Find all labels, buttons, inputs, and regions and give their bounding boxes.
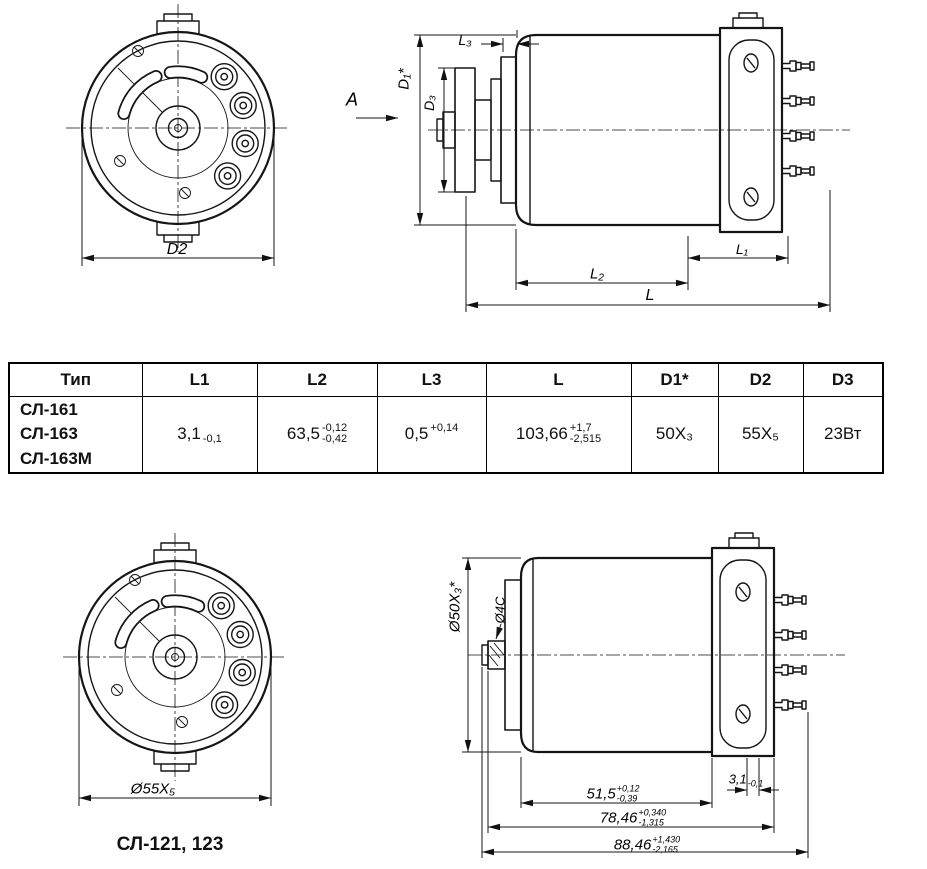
dim-d55-label: Ø55X₅ [130,780,176,798]
type-3: СЛ-163М [20,448,92,468]
col-header-d3: D3 [802,362,884,397]
dim-d50-label: Ø50X₃* [446,581,464,633]
dim-51-5-label: 51,5 +0,12-0,39 [586,783,640,803]
dim-d2-label: D2 [166,241,188,258]
dim-3-1-label: 3,1 -0,1 [728,771,764,788]
cell-l1: 3,1 -0,1 [141,395,258,474]
dim-l3-label: L₃ [458,32,472,48]
col-header-d2: D2 [717,362,804,397]
dim-l1-label: L₁ [735,241,749,257]
dim-d2-lines [81,134,275,266]
cell-l: 103,66 +1,7-2,515 [485,395,632,474]
side-view-bottom [462,532,845,858]
dimension-lines-bottom [462,557,809,858]
spec-table: Тип L1 L2 L3 L D1* D2 D3 СЛ-161 СЛ-163 С… [8,362,884,475]
col-header-l3: L3 [376,362,487,397]
header-row: Тип L1 L2 L3 L D1* D2 D3 [8,362,884,397]
cell-l2: 63,5 -0,12-0,42 [256,395,378,474]
dim-d55-lines [78,663,272,806]
front-view-top [66,4,290,266]
cell-l3: 0,5 +0,14 [376,395,487,474]
col-header-type: Тип [8,362,143,397]
dim-d1-label: D₁* [395,68,413,90]
data-row: СЛ-161 СЛ-163 СЛ-163М 3,1 -0,1 63,5 -0,1… [8,395,884,474]
model-caption: СЛ-121, 123 [116,834,224,855]
dimension-lines-top [356,30,831,312]
col-header-l1: L1 [141,362,258,397]
cell-d1: 50X₃ [630,395,719,474]
type-2: СЛ-163 [20,424,78,444]
dim-d3-label: D₃ [421,95,437,111]
dim-78-46-label: 78,46 +0,340-1,315 [599,807,667,827]
side-view-top [356,12,850,312]
dim-l-label: L [645,287,655,304]
cell-d2: 55X₅ [717,395,804,474]
cell-d3: 23Вт [802,395,884,474]
col-header-d1: D1* [630,362,719,397]
dim-88-46-label: 88,46 +1,430-2,165 [613,834,681,854]
col-header-l2: L2 [256,362,378,397]
front-view-bottom [63,533,287,806]
cell-type: СЛ-161 СЛ-163 СЛ-163М [8,395,143,474]
col-header-l: L [485,362,632,397]
view-direction-label: A [345,89,359,110]
dim-d4c-label: Ø4C [492,596,508,624]
dim-l2-label: L₂ [589,265,605,283]
type-1: СЛ-161 [20,399,78,419]
